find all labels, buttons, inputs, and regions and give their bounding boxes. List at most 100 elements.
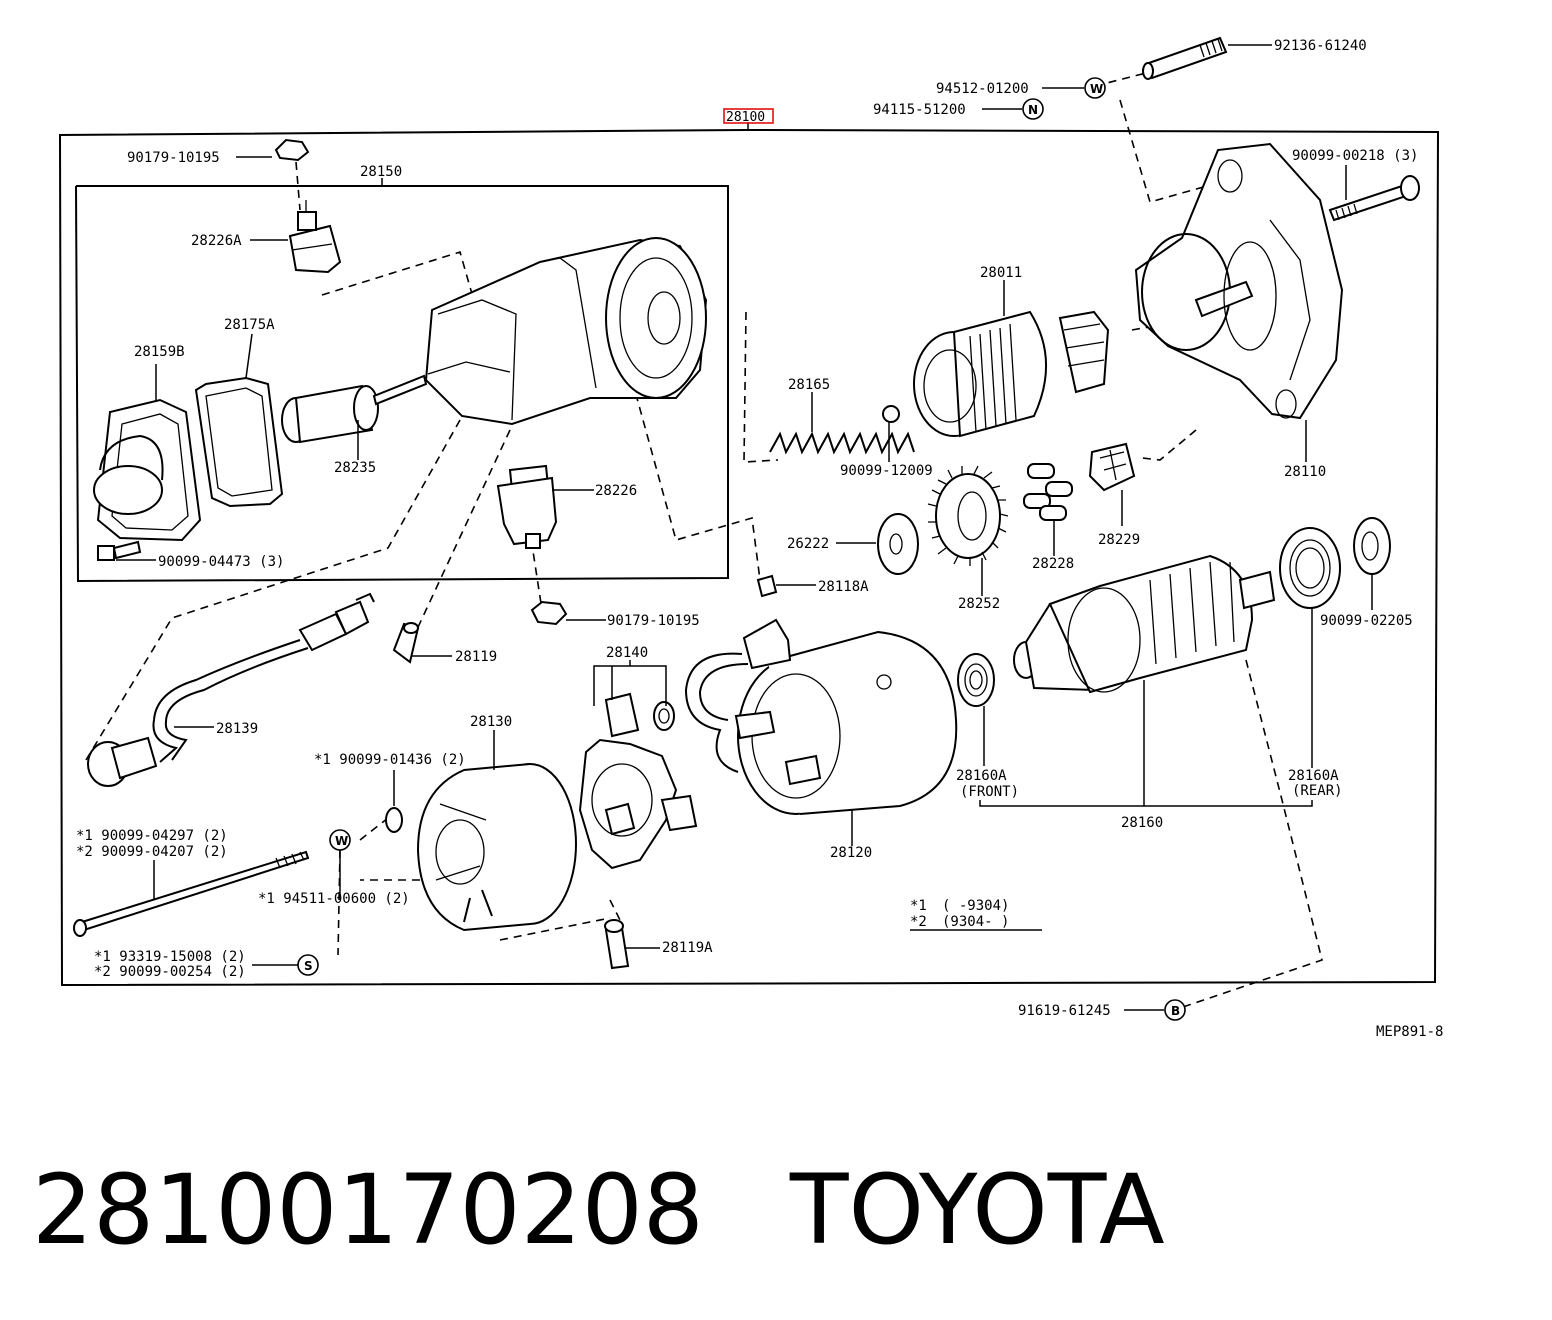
label-rear-note: (REAR) bbox=[1292, 783, 1343, 799]
plunger-28235: 28235 bbox=[281, 374, 428, 476]
label-28228: 28228 bbox=[1032, 556, 1074, 572]
label-92136: 92136-61240 bbox=[1274, 38, 1367, 54]
label-26222: 26222 bbox=[787, 536, 829, 552]
label-94512: 94512-01200 bbox=[936, 81, 1029, 97]
label-28140: 28140 bbox=[606, 645, 648, 661]
label-28165: 28165 bbox=[788, 377, 830, 393]
label-28139: 28139 bbox=[216, 721, 258, 737]
label-90099-01436: *1 90099-01436 (2) bbox=[314, 752, 466, 768]
legend-row1-range: ( -9304) bbox=[942, 898, 1009, 914]
label-90179-bottom: 90179-10195 bbox=[607, 613, 700, 629]
label-28226A: 28226A bbox=[191, 233, 242, 249]
label-bolt-2: *2 90099-04207 (2) bbox=[76, 844, 228, 860]
oring-90099-01436: *1 90099-01436 (2) bbox=[314, 752, 466, 833]
label-bolt-1: *1 90099-04297 (2) bbox=[76, 828, 228, 844]
label-94511: *1 94511-00600 (2) bbox=[258, 891, 410, 907]
bearing-labels: 28160A (FRONT) 28160A (REAR) 28160 bbox=[956, 608, 1343, 831]
washer-90099-02205: 90099-02205 bbox=[1320, 517, 1413, 629]
bearing-rear bbox=[1279, 527, 1341, 609]
label-90099-04473: 90099-04473 (3) bbox=[158, 554, 284, 570]
boot-28119: 28119 bbox=[392, 622, 497, 665]
end-frame-28130: 28130 bbox=[416, 714, 577, 932]
label-90099-12009: 90099-12009 bbox=[840, 463, 933, 479]
label-28119: 28119 bbox=[455, 649, 497, 665]
figure-code: MEP891-8 bbox=[1376, 1024, 1443, 1040]
cover-28159B: 28159B bbox=[93, 344, 202, 542]
label-28160: 28160 bbox=[1121, 815, 1163, 831]
screw-symbol-letter: S bbox=[304, 959, 313, 973]
nut-symbol-letter: N bbox=[1028, 103, 1038, 117]
screw-93319: S *1 93319-15008 (2) *2 90099-00254 (2) bbox=[94, 949, 319, 980]
housing-28110: 28110 bbox=[1134, 142, 1344, 480]
label-front-note: (FRONT) bbox=[960, 784, 1019, 800]
label-28175A: 28175A bbox=[224, 317, 275, 333]
label-28120: 28120 bbox=[830, 845, 872, 861]
stud-bolt-92136: 92136-61240 bbox=[1142, 36, 1367, 80]
clutch-28011: 28011 bbox=[913, 265, 1110, 438]
bearing-front bbox=[957, 653, 995, 707]
bolt-91619: B 91619-61245 bbox=[1018, 999, 1186, 1021]
washer-26222: 26222 bbox=[787, 513, 919, 575]
lead-wire-28139: 28139 bbox=[87, 592, 375, 787]
gear-28252: 28252 bbox=[927, 465, 1009, 612]
cap-28118A: 28118A bbox=[756, 574, 869, 598]
label-28110: 28110 bbox=[1284, 464, 1326, 480]
label-28226: 28226 bbox=[595, 483, 637, 499]
legend-row1-mark: *1 bbox=[910, 898, 927, 914]
armature-28160 bbox=[1013, 554, 1276, 694]
label-28118A: 28118A bbox=[818, 579, 869, 595]
washer-symbol bbox=[1084, 77, 1106, 99]
label-91619: 91619-61245 bbox=[1018, 1003, 1111, 1019]
bolt-90099-00218: 90099-00218 (3) bbox=[1292, 148, 1420, 222]
label-28252: 28252 bbox=[958, 596, 1000, 612]
label-90179-top: 90179-10195 bbox=[127, 150, 220, 166]
nut-94115: N 94115-51200 bbox=[873, 98, 1044, 120]
retainer-28229: 28229 bbox=[1088, 442, 1140, 548]
brush-holder-28140: 28140 bbox=[578, 645, 698, 870]
label-28235: 28235 bbox=[334, 460, 376, 476]
washer-94511: W *1 94511-00600 (2) bbox=[258, 829, 410, 907]
screw-symbol bbox=[297, 954, 319, 976]
legend-row2-range: (9304- ) bbox=[942, 914, 1009, 930]
legend: *1 ( -9304) *2 (9304- ) bbox=[910, 898, 1042, 931]
nut-90179-bottom: 90179-10195 bbox=[530, 600, 700, 629]
rollers-28228: 28228 bbox=[1023, 463, 1074, 572]
assembly-frame-28100: 28100 bbox=[58, 108, 1440, 987]
bolt-symbol-letter: B bbox=[1171, 1004, 1180, 1018]
label-screw-1: *1 93319-15008 (2) bbox=[94, 949, 246, 965]
yoke-28120: 28120 bbox=[684, 618, 958, 861]
gasket-28175A: 28175A bbox=[194, 317, 284, 508]
assembly-number: 28100 bbox=[726, 110, 765, 125]
through-bolt: *1 90099-04297 (2) *2 90099-04207 (2) bbox=[73, 828, 310, 937]
terminal-28226: 28226 bbox=[496, 464, 637, 549]
washer-symbol-letter: W bbox=[1090, 82, 1103, 96]
label-28159B: 28159B bbox=[134, 344, 185, 360]
caption-part-number: 28100170208 bbox=[32, 1154, 704, 1266]
label-90099-00218: 90099-00218 (3) bbox=[1292, 148, 1418, 164]
switch-assembly-frame: 28150 bbox=[75, 164, 729, 583]
alignment-lines bbox=[85, 71, 1323, 1009]
label-28119A: 28119A bbox=[662, 940, 713, 956]
label-90099-02205: 90099-02205 bbox=[1320, 613, 1413, 629]
ball-90099-12009: 90099-12009 bbox=[840, 405, 933, 479]
label-28130: 28130 bbox=[470, 714, 512, 730]
label-28011: 28011 bbox=[980, 265, 1022, 281]
label-28160A-rear: 28160A bbox=[1288, 768, 1339, 784]
caption: 28100170208 TOYOTA bbox=[32, 1150, 1232, 1280]
label-28160A-front: 28160A bbox=[956, 768, 1007, 784]
washer-symbol-lower-letter: W bbox=[335, 834, 348, 848]
spring-28165: 28165 bbox=[769, 377, 915, 455]
caption-brand: TOYOTA bbox=[789, 1154, 1165, 1266]
nut-symbol bbox=[1022, 98, 1044, 120]
label-screw-2: *2 90099-00254 (2) bbox=[94, 964, 246, 980]
nut-90179-top: 90179-10195 bbox=[127, 138, 310, 166]
switch-housing bbox=[424, 237, 708, 426]
label-94115: 94115-51200 bbox=[873, 102, 966, 118]
label-28150: 28150 bbox=[360, 164, 402, 180]
label-28229: 28229 bbox=[1098, 532, 1140, 548]
terminal-28226A: 28226A bbox=[191, 200, 342, 274]
legend-row2-mark: *2 bbox=[910, 914, 927, 930]
assembly-number-highlight bbox=[723, 108, 774, 124]
bolt-symbol bbox=[1164, 999, 1186, 1021]
